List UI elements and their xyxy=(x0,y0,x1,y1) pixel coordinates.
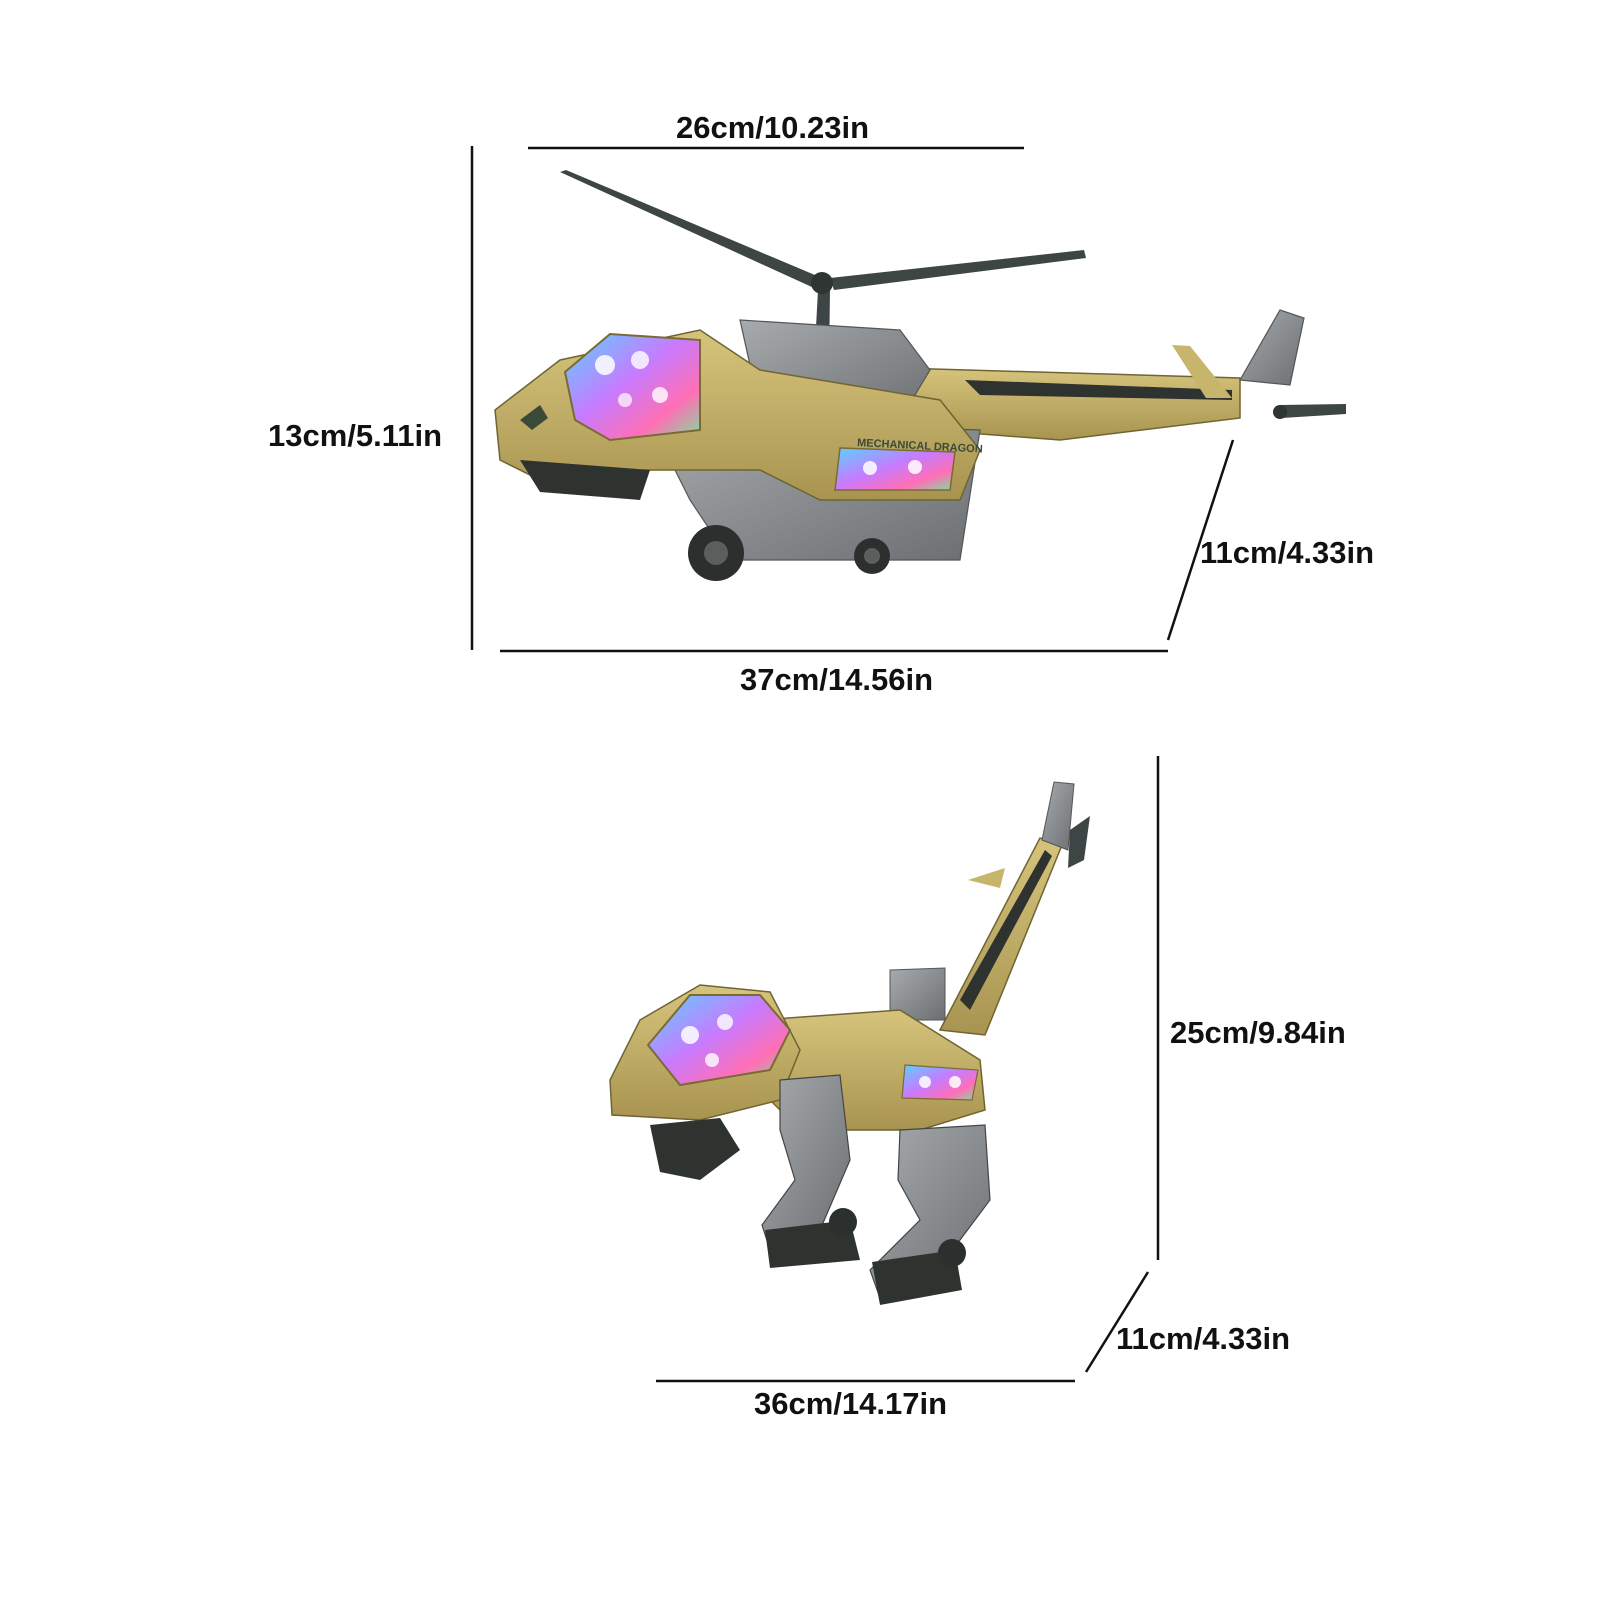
rotor-hub xyxy=(811,272,833,294)
rotor-blade xyxy=(830,250,1086,290)
tail-rotor xyxy=(1280,404,1346,418)
tail-fin xyxy=(1239,309,1305,386)
tail-wing xyxy=(1172,345,1232,398)
dino-depth-line xyxy=(1084,1271,1150,1373)
heli-length-label: 37cm/14.56in xyxy=(740,662,934,697)
side-window xyxy=(834,447,956,491)
heli-depth-label: 11cm/4.33in xyxy=(1200,535,1375,570)
dino-foot-back xyxy=(872,1250,962,1305)
heli-rotor-width-label: 26cm/10.23in xyxy=(676,110,870,145)
dino-spike xyxy=(968,868,1005,888)
rotor-blade xyxy=(560,170,822,288)
wheel xyxy=(829,1208,857,1236)
dino-depth-label: 11cm/4.33in xyxy=(1116,1321,1291,1356)
cockpit-glass xyxy=(563,332,701,442)
nose-emblem xyxy=(520,405,548,430)
helicopter-toy xyxy=(494,170,1346,581)
dinosaur-toy xyxy=(609,781,1090,1305)
jaw xyxy=(520,460,650,500)
dino-glass xyxy=(646,994,792,1087)
dino-tail-fin xyxy=(1041,781,1075,851)
wheel xyxy=(938,1239,966,1267)
heli-height-label: 13cm/5.11in xyxy=(268,418,443,453)
dino-length-label: 36cm/14.17in xyxy=(754,1386,948,1421)
dino-jaw xyxy=(650,1118,740,1180)
dino-height-label: 25cm/9.84in xyxy=(1170,1015,1346,1050)
heli-depth-line xyxy=(1166,439,1235,641)
